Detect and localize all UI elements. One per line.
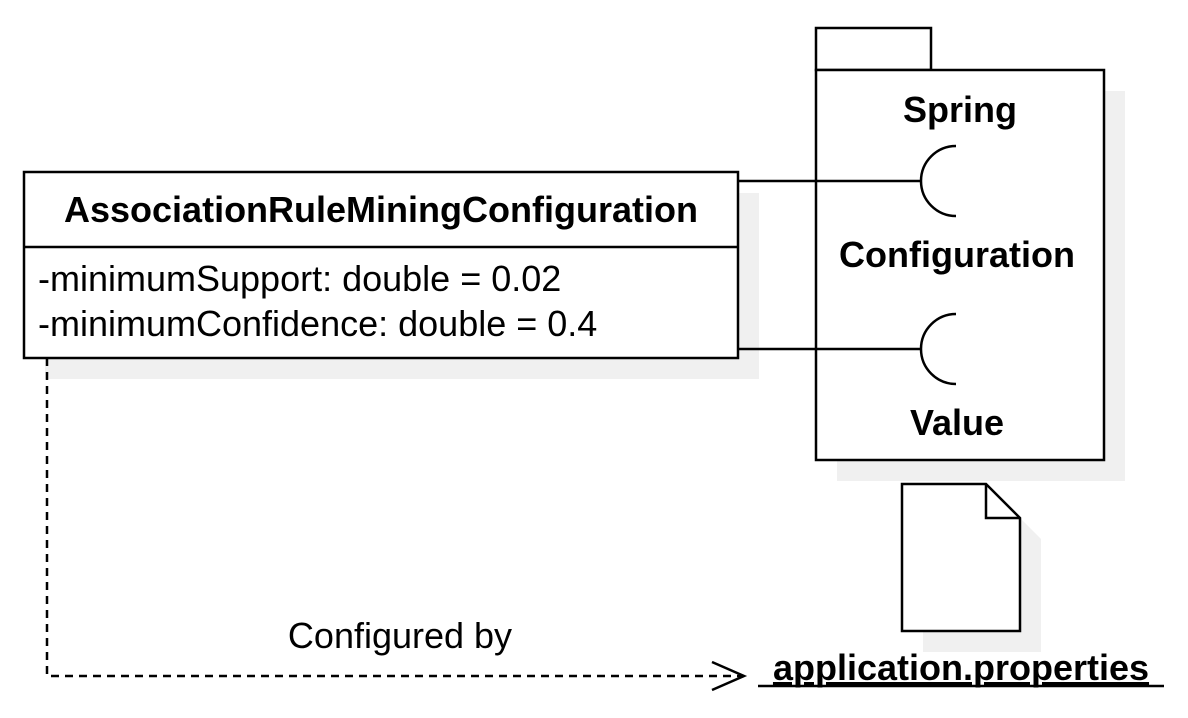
arrowhead-icon [711,660,748,692]
document-icon [900,482,1022,633]
artifact[interactable]: application.properties [758,482,1164,688]
artifact-name: application.properties [773,647,1149,688]
class-box-frame [22,170,740,360]
class-attribute: -minimumConfidence: double = 0.4 [38,303,597,344]
interface-configuration-label: Configuration [839,234,1075,275]
class-box[interactable]: AssociationRuleMiningConfiguration -mini… [22,170,740,360]
value-socket-icon [919,312,957,386]
package-name: Spring [903,89,1017,130]
dependency-label: Configured by [288,615,512,656]
package-body [814,68,1106,462]
class-name: AssociationRuleMiningConfiguration [64,189,698,230]
class-attribute: -minimumSupport: double = 0.02 [38,258,561,299]
dependency-line [45,358,744,678]
spring-package[interactable]: Spring Configuration Value [814,26,1106,462]
document-fold [984,484,1020,520]
interface-value-label: Value [910,402,1004,443]
dependency-arrow: Configured by [45,358,748,692]
configuration-socket-icon [919,144,957,218]
package-tab [814,26,933,72]
